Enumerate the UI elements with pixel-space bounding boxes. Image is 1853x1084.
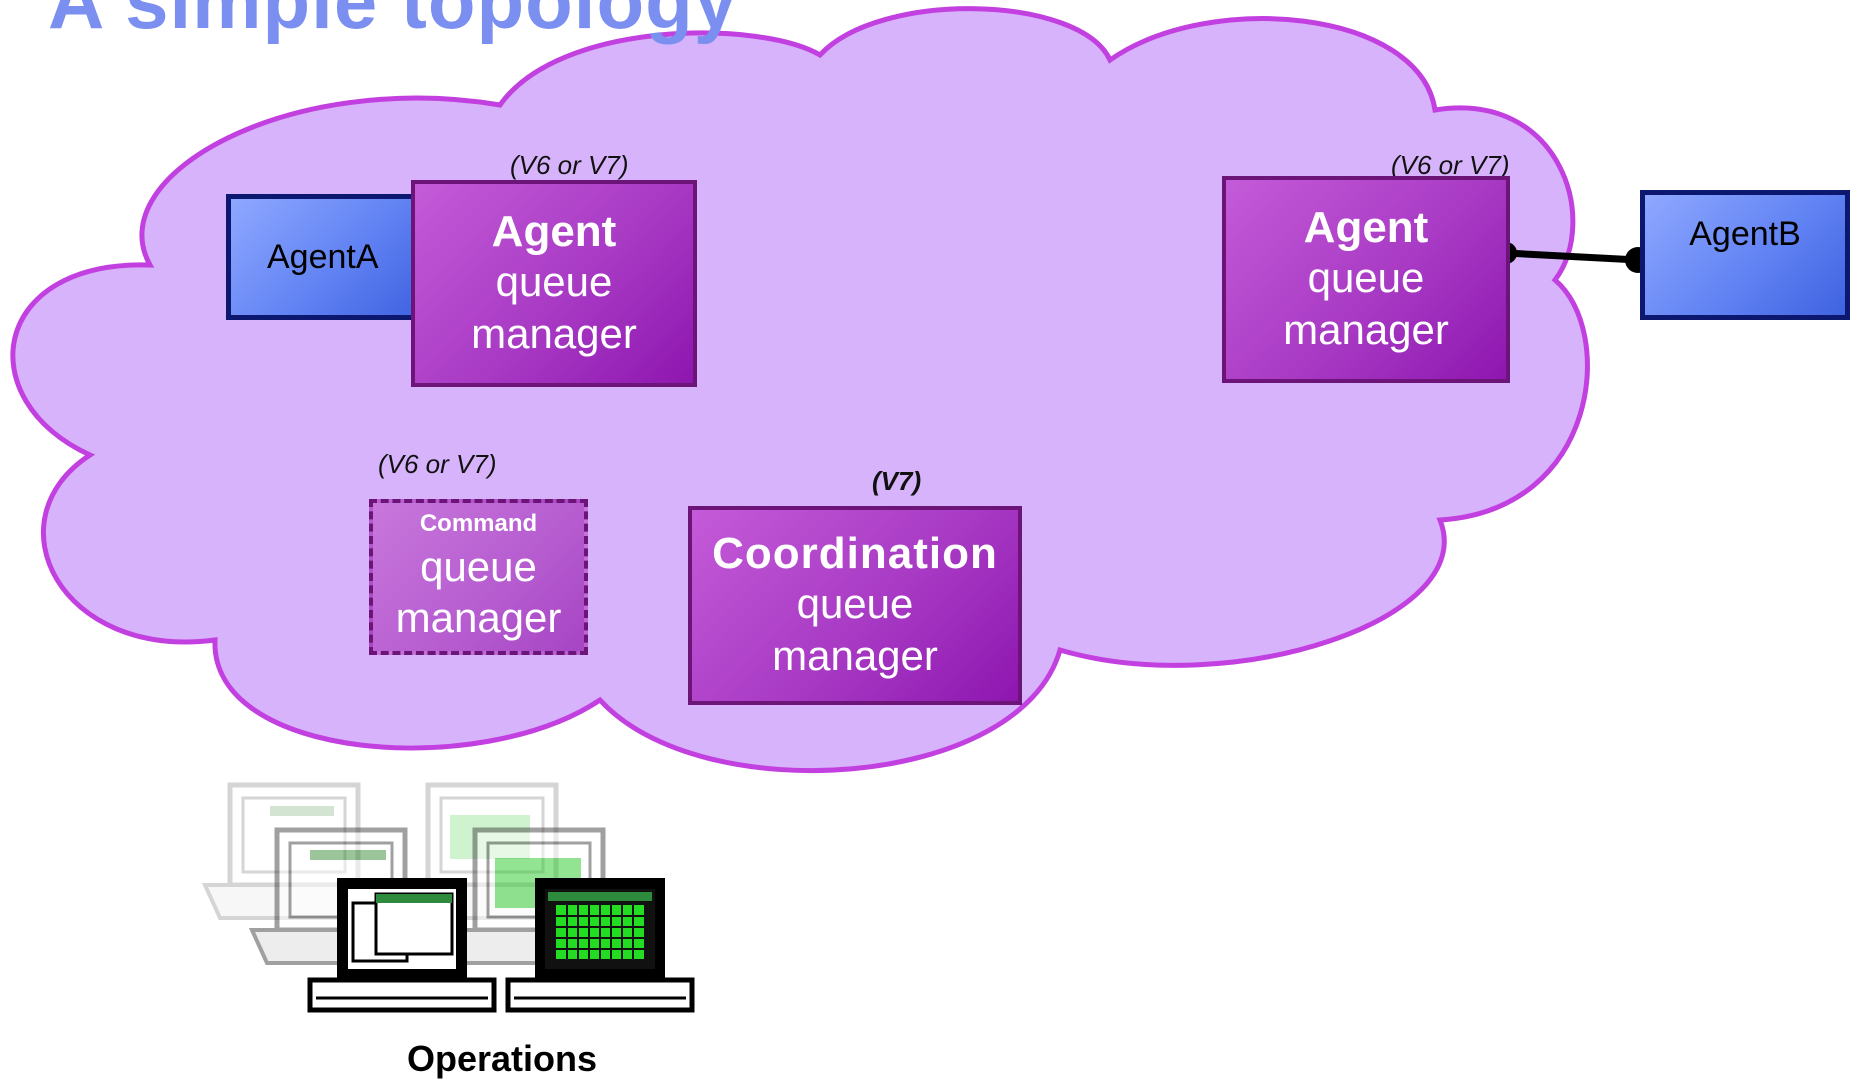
command-queue-manager: Command queue manager bbox=[369, 499, 588, 655]
qm-line2: manager bbox=[772, 631, 938, 679]
agent-b-label: AgentB bbox=[1689, 215, 1801, 253]
agent-queue-manager-left: Agent queue manager bbox=[411, 180, 697, 387]
laptop-icon bbox=[505, 878, 695, 1013]
agent-b-box: AgentB bbox=[1640, 190, 1850, 320]
coordination-qm-version: (V7) bbox=[872, 466, 922, 496]
laptop-icon bbox=[307, 878, 497, 1013]
agent-a-box: AgentA bbox=[226, 194, 426, 320]
qm-line1: queue bbox=[796, 580, 914, 628]
qm-line2: manager bbox=[1283, 305, 1449, 353]
qm-role: Command bbox=[419, 509, 538, 537]
qm-line2: manager bbox=[471, 309, 637, 357]
qm-line1: queue bbox=[420, 542, 537, 590]
qm-line2: manager bbox=[395, 594, 562, 642]
qm-line1: queue bbox=[1307, 254, 1425, 302]
qm-role: Agent bbox=[491, 207, 617, 257]
coordination-queue-manager: Coordination queue manager bbox=[688, 506, 1022, 705]
qm-line1: queue bbox=[495, 258, 613, 306]
agent-qm-right-version: (V6 or V7) bbox=[1391, 150, 1510, 180]
command-qm-version: (V6 or V7) bbox=[378, 449, 497, 479]
qm-role: Agent bbox=[1303, 203, 1429, 253]
agent-queue-manager-right: Agent queue manager bbox=[1222, 176, 1510, 383]
agent-qm-left-version: (V6 or V7) bbox=[510, 150, 629, 180]
operations-label: Operations bbox=[406, 1038, 598, 1079]
agent-a-label: AgentA bbox=[267, 237, 379, 276]
operations-computers-icon bbox=[201, 782, 695, 1013]
page-title: A simple topology bbox=[48, 0, 739, 45]
qm-role: Coordination bbox=[712, 529, 998, 579]
